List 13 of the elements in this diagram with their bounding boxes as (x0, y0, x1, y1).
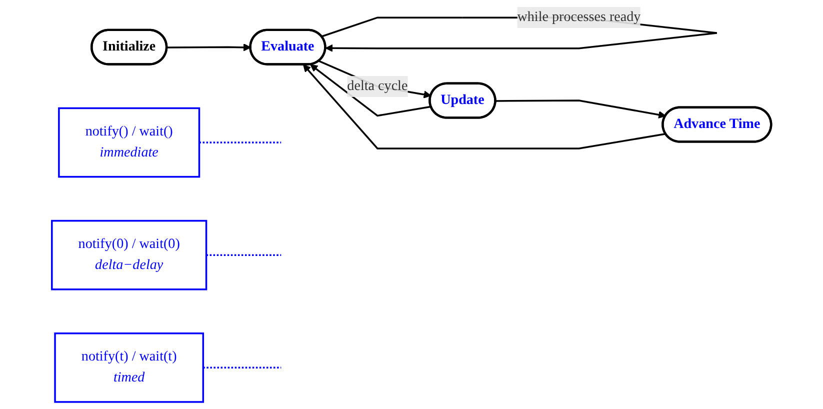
node-box: notify() / wait() immediate (58, 107, 200, 178)
connector (203, 366, 282, 369)
edge-label: delta cycle (347, 78, 408, 94)
arrow (318, 60, 432, 98)
node-box: notify(t) / wait(t) timed (54, 332, 204, 403)
node-box: notify(0) / wait(0) delta−delay (51, 220, 208, 290)
connector (199, 142, 282, 144)
connector (206, 254, 282, 256)
arrow (166, 44, 252, 52)
arrow (302, 64, 666, 150)
edge-label: while processes ready (517, 10, 641, 25)
arrow (496, 100, 666, 119)
arrow (310, 64, 432, 117)
